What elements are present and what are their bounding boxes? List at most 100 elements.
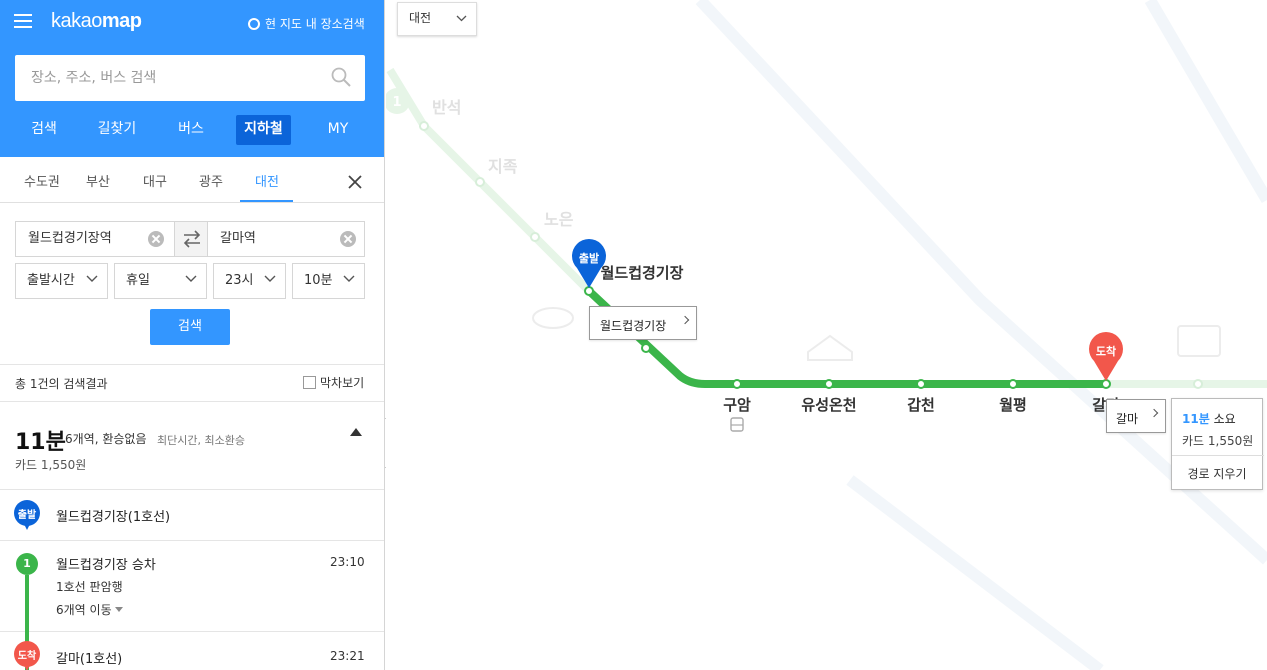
city-select[interactable]: 대전 xyxy=(397,2,477,36)
map-station-gapcheon: 갑천 xyxy=(907,396,935,414)
svg-text:도착: 도착 xyxy=(1096,344,1116,358)
map-station-worldcup: 월드컵경기장 xyxy=(601,264,684,282)
route-line xyxy=(585,287,1106,388)
tab-subway[interactable]: 지하철 xyxy=(236,115,291,145)
checkbox-icon xyxy=(303,376,316,389)
hour-value: 23시 xyxy=(225,273,254,288)
start-station: 월드컵경기장(1호선) xyxy=(56,510,171,525)
route-card: 11분 소요 카드 1,550원 경로 지우기 xyxy=(1171,398,1264,490)
city-tab-daejeon[interactable]: 대전 xyxy=(255,175,279,190)
last-train-checkbox[interactable]: 막차보기 xyxy=(303,374,364,391)
step-end: 도착 갈마(1호선) 23:21 xyxy=(0,632,384,670)
search-icon[interactable] xyxy=(331,67,351,87)
board-time: 23:10 xyxy=(330,555,365,569)
station-dot-banseok[interactable] xyxy=(419,121,429,131)
sidebar: kakaomap 현 지도 내 장소검색 검색 길찾기 버스 지하철 MY 수도… xyxy=(0,0,385,670)
route-tags: 최단시간, 최소환승 xyxy=(157,434,245,447)
main-tabs: 검색 길찾기 버스 지하철 MY xyxy=(0,115,384,145)
active-tab-underline xyxy=(240,200,293,202)
route-inputs: 월드컵경기장역 갈마역 xyxy=(15,221,365,257)
station-dot-gapcheon[interactable] xyxy=(916,379,926,389)
tab-search[interactable]: 검색 xyxy=(31,121,57,137)
menu-icon[interactable] xyxy=(14,14,32,28)
route-summary[interactable]: 11분 6개역, 환승없음 최단시간, 최소환승 카드 1,550원 xyxy=(0,402,384,490)
close-icon[interactable] xyxy=(347,174,363,190)
station-dot-unnamed[interactable] xyxy=(641,343,651,353)
clear-origin-icon[interactable] xyxy=(148,231,164,247)
end-callout-label: 갈마 xyxy=(1116,412,1139,426)
time-type-select[interactable]: 출발시간 xyxy=(15,263,108,299)
start-callout-label: 월드컵경기장 xyxy=(600,319,667,333)
result-summary: 총 1건의 검색결과 막차보기 xyxy=(0,364,384,402)
clear-destination-icon[interactable] xyxy=(340,231,356,247)
chevron-right-icon xyxy=(680,315,690,325)
line-1-map-badge xyxy=(386,88,410,114)
time-type-value: 출발시간 xyxy=(27,273,75,288)
day-type-select[interactable]: 휴일 xyxy=(114,263,207,299)
chevron-down-icon xyxy=(456,15,467,22)
clear-route-button[interactable]: 경로 지우기 xyxy=(1187,467,1247,481)
tab-my[interactable]: MY xyxy=(327,121,349,137)
station-dot-next[interactable] xyxy=(1193,379,1203,389)
station-dot-galma[interactable] xyxy=(1101,379,1111,389)
origin-field[interactable]: 월드컵경기장역 xyxy=(28,231,112,246)
chevron-down-icon xyxy=(264,275,276,282)
divider xyxy=(1172,455,1264,456)
faded-station-banseok: 반석 xyxy=(432,98,461,117)
chevron-down-icon xyxy=(86,275,98,282)
minute-select[interactable]: 10분 xyxy=(292,263,365,299)
landmark-icons xyxy=(532,307,1221,361)
map-background-lines xyxy=(695,0,1267,670)
result-count: 총 1건의 검색결과 xyxy=(15,377,108,391)
nearby-search-label: 현 지도 내 장소검색 xyxy=(265,17,365,31)
chevron-right-icon xyxy=(1149,408,1159,418)
board-direction: 1호선 판암행 xyxy=(56,580,123,594)
city-tab-gwangju[interactable]: 광주 xyxy=(199,175,223,190)
end-station: 갈마(1호선) xyxy=(56,652,123,667)
station-dot-guam[interactable] xyxy=(732,379,742,389)
svg-text:출발: 출발 xyxy=(579,251,599,265)
swap-button[interactable] xyxy=(174,222,208,256)
search-input[interactable] xyxy=(15,55,325,101)
faded-station-noeun: 노은 xyxy=(544,210,574,229)
city-tab-busan[interactable]: 부산 xyxy=(86,175,110,190)
start-pin-icon: 출발 xyxy=(14,500,40,532)
destination-field[interactable]: 갈마역 xyxy=(220,231,256,246)
subway-map[interactable]: 1 반석 지족 노은 xyxy=(386,0,1267,670)
collapse-icon[interactable] xyxy=(350,428,362,436)
city-tab-daegu[interactable]: 대구 xyxy=(143,175,167,190)
station-dot-noeun[interactable] xyxy=(530,232,540,242)
tab-bus[interactable]: 버스 xyxy=(178,121,204,137)
bus-stop-icon xyxy=(730,417,744,432)
start-station-callout[interactable]: 월드컵경기장 xyxy=(589,306,697,340)
stations-toggle[interactable]: 6개역 이동 xyxy=(56,601,123,618)
route-card-duration: 11분 소요 xyxy=(1182,412,1236,426)
line-1-badge: 1 xyxy=(16,553,38,575)
end-map-pin-icon: 도착 xyxy=(1088,331,1123,381)
nearby-search-toggle[interactable]: 현 지도 내 장소검색 xyxy=(248,15,365,32)
step-start: 출발 월드컵경기장(1호선) xyxy=(0,490,384,541)
brand-logo[interactable]: kakaomap xyxy=(51,10,142,32)
line-1-bar xyxy=(25,575,29,670)
station-dot-worldcup[interactable] xyxy=(584,286,594,296)
map-station-guam: 구암 xyxy=(723,396,751,414)
route-card-fare: 카드 1,550원 xyxy=(1182,434,1254,448)
station-dot-wolpyeong[interactable] xyxy=(1008,379,1018,389)
city-select-value: 대전 xyxy=(409,11,432,25)
tab-directions[interactable]: 길찾기 xyxy=(97,121,137,137)
end-station-callout[interactable]: 갈마 xyxy=(1106,399,1166,433)
last-train-label: 막차보기 xyxy=(320,376,365,390)
route-info: 6개역, 환승없음 xyxy=(65,432,147,446)
route-search-button[interactable]: 검색 xyxy=(150,309,230,345)
end-time: 23:21 xyxy=(330,649,365,663)
city-tab-capital[interactable]: 수도권 xyxy=(24,175,60,190)
station-dot-jijok[interactable] xyxy=(475,177,485,187)
stations-count: 6개역 이동 xyxy=(56,603,112,617)
city-tabs: 수도권 부산 대구 광주 대전 xyxy=(0,157,384,203)
faded-station-jijok: 지족 xyxy=(488,157,518,176)
station-dot-yuseong[interactable] xyxy=(824,379,834,389)
hour-select[interactable]: 23시 xyxy=(213,263,286,299)
route-fare: 카드 1,550원 xyxy=(15,458,87,472)
step-board: 1 월드컵경기장 승차 23:10 1호선 판암행 6개역 이동 xyxy=(0,541,384,670)
